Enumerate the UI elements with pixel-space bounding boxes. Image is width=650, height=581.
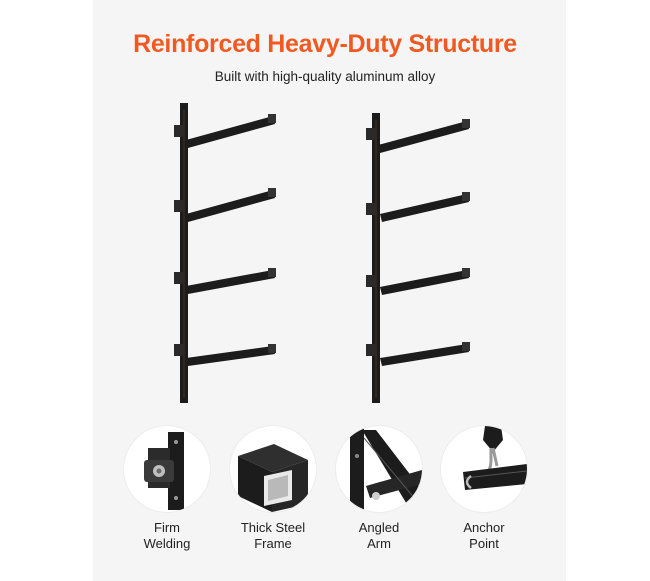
feature-label: Anchor Point (463, 520, 505, 551)
rack-right-arm-4 (366, 342, 470, 366)
rack-right-arm-2 (366, 192, 470, 222)
rack-right (366, 113, 470, 403)
feature-thick-steel-frame: Thick Steel Frame (228, 426, 318, 552)
rack-right-arm-3 (366, 268, 470, 295)
rack-left-arm-4 (174, 344, 276, 366)
anchor-hook-icon (441, 426, 527, 512)
feature-label: Thick Steel Frame (240, 520, 306, 551)
rack-illustration (174, 103, 470, 403)
welding-joint-icon (124, 426, 210, 512)
feature-firm-welding: Firm Welding (122, 426, 212, 552)
page-subtitle: Built with high-quality aluminum alloy (214, 69, 436, 84)
rack-left (174, 103, 276, 403)
rack-right-arm-1 (366, 119, 470, 153)
steel-tube-icon (230, 426, 316, 512)
rack-left-arm-2 (174, 188, 276, 222)
feature-label: Firm Welding (143, 520, 191, 551)
angled-arm-icon (336, 426, 422, 512)
feature-label: Angled Arm (358, 520, 400, 551)
rack-left-arm-1 (174, 114, 276, 148)
rack-left-arm-3 (174, 268, 276, 294)
page-title: Reinforced Heavy-Duty Structure (133, 30, 517, 58)
feature-anchor-point: Anchor Point (439, 426, 529, 552)
feature-angled-arm: Angled Arm (334, 426, 424, 552)
